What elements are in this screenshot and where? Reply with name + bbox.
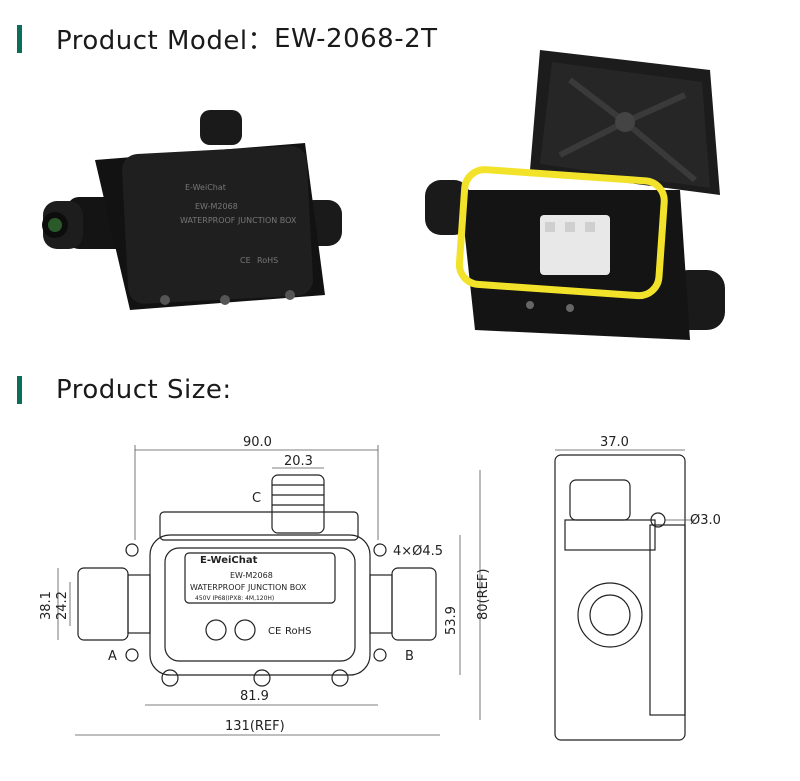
brand-text: E-WeiChat <box>185 183 226 192</box>
dim-gland-outer: 38.1 <box>39 591 54 620</box>
dim-gland-c: 20.3 <box>284 454 313 469</box>
drawing-brand: E-WeiChat <box>200 555 258 566</box>
drawing-rohs: RoHS <box>285 626 311 637</box>
dim-holes: 4×Ø4.5 <box>393 544 443 559</box>
heading-accent-bar <box>17 376 22 404</box>
rohs-text: RoHS <box>257 256 278 265</box>
drawing-title: WATERPROOF JUNCTION BOX <box>190 583 307 592</box>
product-size-heading: Product Size: <box>17 375 232 405</box>
port-c-label: C <box>252 491 261 506</box>
title-text: WATERPROOF JUNCTION BOX <box>180 216 297 225</box>
product-model-heading: Product Model： EW-2068-2T <box>17 20 438 57</box>
drawing-ce: CE <box>268 626 281 637</box>
dim-length-ref: 131(REF) <box>225 719 285 734</box>
product-size-label: Product Size: <box>56 375 232 405</box>
product-model-label: Product Model： <box>56 26 275 56</box>
port-b-label: B <box>405 649 414 664</box>
model-text: EW-M2068 <box>195 202 238 211</box>
side-view-drawing: 37.0 Ø3.0 <box>554 435 721 741</box>
dim-width-overall: 90.0 <box>243 435 272 450</box>
product-model-value: EW-2068-2T <box>274 23 438 54</box>
dim-gland-inner: 24.2 <box>55 591 70 620</box>
drawing-spec: 450V IP68(IPX8: 4M,120H) <box>195 595 274 602</box>
open-box-photo <box>425 50 725 340</box>
dim-base-width: 81.9 <box>240 689 269 704</box>
front-view-drawing: 90.0 20.3 C 4×Ø4.5 E-WeiChat EW-M2068 WA… <box>39 435 491 736</box>
drawing-model: EW-M2068 <box>230 571 273 580</box>
ce-text: CE <box>240 256 251 265</box>
closed-box-photo: E-WeiChat EW-M2068 WATERPROOF JUNCTION B… <box>42 110 342 310</box>
dim-side-hole: Ø3.0 <box>690 513 721 528</box>
port-a-label: A <box>108 649 117 664</box>
heading-accent-bar <box>17 24 22 53</box>
dim-height-ref: 80(REF) <box>476 569 491 620</box>
dim-depth: 37.0 <box>600 435 629 450</box>
dim-height-inner: 53.9 <box>444 606 459 635</box>
